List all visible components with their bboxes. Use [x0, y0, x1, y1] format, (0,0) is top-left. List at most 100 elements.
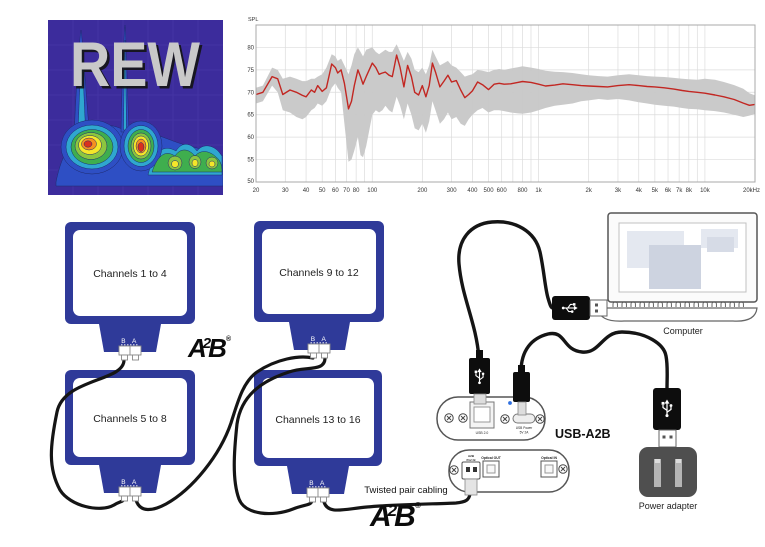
panel-label: Channels 5 to 8 [93, 413, 167, 425]
a2b-cable-connector [464, 478, 478, 496]
axis-tick-label: 1k [535, 188, 542, 194]
connector-panel2 [307, 343, 331, 359]
panel-channels-9-12: Channels 9 to 12 B A [254, 221, 384, 350]
axis-tick-label: 65 [247, 113, 254, 119]
axis-tick-label: 300 [447, 188, 458, 194]
panel-channels-1-4: Channels 1 to 4 B A [65, 222, 195, 352]
usb-power-label-1: USB Power [516, 426, 533, 430]
optical-out-label: Optical OUT [481, 456, 502, 460]
axis-tick-label: 5k [652, 188, 659, 194]
screw-icon [500, 414, 510, 424]
axis-tick-label: 7k [676, 188, 683, 194]
logo-text-shadow: REW [73, 33, 203, 103]
a2b-port-b [461, 461, 481, 480]
cable-usb-to-computer [457, 220, 555, 360]
axis-tick-label: 50 [247, 179, 254, 185]
a2b-port-label-1: A2B [468, 454, 475, 458]
screw-icon [458, 413, 468, 423]
computer: Computer [597, 212, 758, 336]
usb-port-label: USB 2.0 [476, 431, 489, 435]
axis-tick-label: 40 [303, 188, 310, 194]
screw-icon [444, 413, 454, 423]
chart-frame [255, 24, 756, 183]
axis-tick-label: 2k [585, 188, 592, 194]
panel-channels-13-16: Channels 13 to 16 B A [254, 370, 382, 494]
y-axis-title: SPL [248, 17, 258, 23]
axis-tick-label: 100 [367, 188, 378, 194]
axis-tick-label: 20 [253, 188, 260, 194]
axis-tick-label: 400 [467, 188, 478, 194]
axis-tick-label: 10k [700, 188, 711, 194]
cable-panel3-to-panel2 [134, 355, 315, 512]
axis-tick-label: 75 [247, 68, 254, 74]
usb-a2b-front: USB 2.0 USB Power 5V 2A [436, 396, 546, 441]
power-adapter: Power adapter [639, 388, 698, 511]
adapter-body [639, 447, 697, 497]
a2b-logo: A2B® [369, 500, 421, 533]
screw-icon [558, 464, 568, 474]
power-adapter-label: Power adapter [639, 501, 698, 511]
axis-tick-label: 80 [353, 188, 360, 194]
spectrogram-contours [55, 24, 223, 187]
screw-icon [449, 465, 459, 475]
cable-panel4-to-interface [322, 492, 472, 512]
usb-a2b-back: A2B Port B Optical OUT Optical IN [448, 449, 570, 496]
axis-tick-label: 20kHz [743, 188, 760, 194]
usb-c-plug [513, 365, 530, 416]
connector-panel3 [118, 486, 142, 502]
axis-tick-label: 8k [686, 188, 693, 194]
usb-power-label-2: 5V 2A [520, 431, 530, 435]
adapter-prong [654, 459, 661, 487]
panel-channels-5-8: Channels 5 to 8 B A [65, 370, 195, 493]
screw-icon [535, 414, 545, 424]
cable-panel2-to-panel4 [232, 356, 327, 516]
axis-tick-label: 500 [484, 188, 495, 194]
axis-tick-label: 800 [517, 188, 528, 194]
a2b-logo: A2B® [187, 333, 232, 363]
optical-in-label: Optical IN [541, 456, 557, 460]
usb-a2b-label: USB-A2B [555, 427, 611, 441]
axis-tick-label: 70 [247, 90, 254, 96]
port-labels: B A [121, 479, 139, 486]
port-labels: B A [311, 336, 329, 343]
usb-cables [457, 220, 669, 392]
axis-tick-label: 55 [247, 158, 254, 164]
laptop-keyboard [612, 301, 744, 307]
a2b-port-label-2: Port B [467, 458, 477, 462]
wiring-diagram: Channels 1 to 4 B A Channels 9 to 12 B A… [49, 212, 758, 533]
computer-label: Computer [663, 326, 703, 336]
chart-spl-line [255, 54, 756, 110]
axis-tick-label: 200 [417, 188, 428, 194]
cable-usbc-to-power [519, 330, 669, 392]
axis-tick-label: 6k [665, 188, 672, 194]
axis-tick-label: 30 [282, 188, 289, 194]
axis-tick-label: 70 [343, 188, 350, 194]
usb-b-plug [469, 350, 490, 405]
axis-tick-label: 600 [497, 188, 508, 194]
laptop-base [597, 307, 758, 322]
panel-label: Channels 1 to 4 [93, 268, 167, 280]
axis-tick-label: 4k [636, 188, 643, 194]
adapter-prong [675, 459, 682, 487]
axis-tick-label: 80 [247, 45, 254, 51]
connector-panel4 [306, 487, 330, 503]
connector-panel1 [118, 345, 142, 361]
port-labels: B A [121, 338, 139, 345]
axis-tick-label: 50 [319, 188, 326, 194]
a2b-cables [49, 355, 472, 516]
usb-a-plug-computer [552, 296, 608, 320]
port-labels: B A [309, 480, 327, 487]
panel-connectors [118, 343, 331, 503]
axis-tick-label: 60 [247, 135, 254, 141]
panel-label: Channels 13 to 16 [275, 414, 360, 426]
status-led [508, 401, 512, 405]
axis-tick-label: 3k [615, 188, 622, 194]
logo-text: REW [70, 30, 200, 100]
twisted-pair-label: Twisted pair cabling [364, 485, 447, 496]
axis-tick-label: 60 [332, 188, 339, 194]
cable-panel1-to-panel3 [49, 358, 126, 510]
rew-logo: REW REW [48, 20, 223, 195]
